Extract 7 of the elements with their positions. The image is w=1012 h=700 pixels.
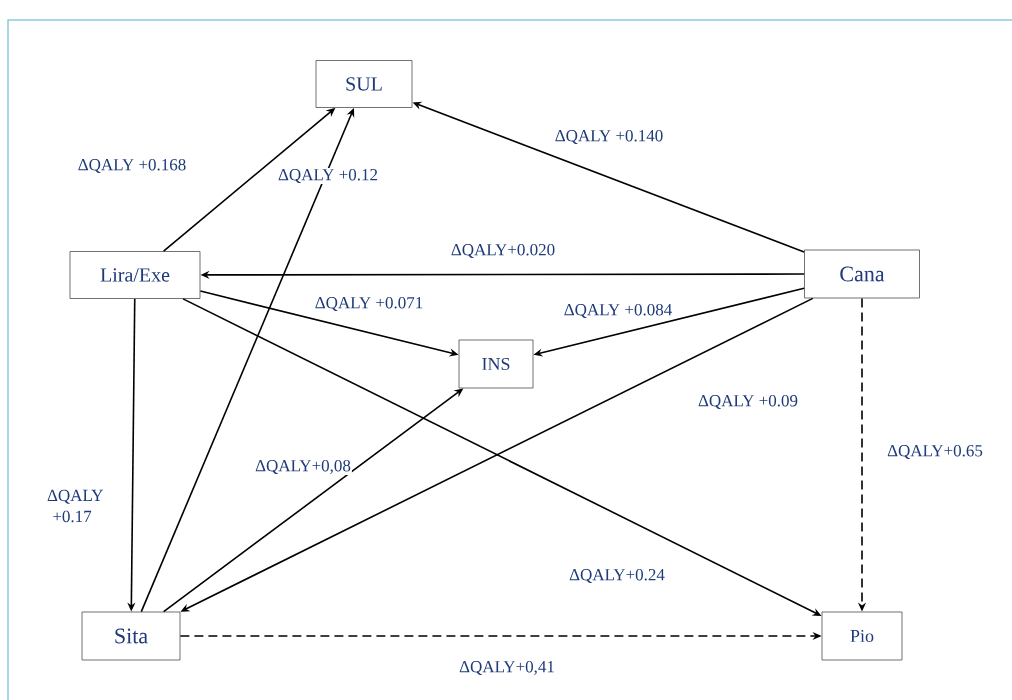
drug-box: INS	[458, 339, 534, 389]
drug-box: Pio	[821, 611, 903, 661]
edge-label: ΔQALY +0.17	[46, 488, 103, 524]
drug-box: SUL	[315, 60, 413, 108]
drug-box: Sita	[81, 611, 181, 661]
drug-box: Lira/Exe	[69, 251, 201, 299]
drug-box: Cana	[804, 249, 920, 299]
